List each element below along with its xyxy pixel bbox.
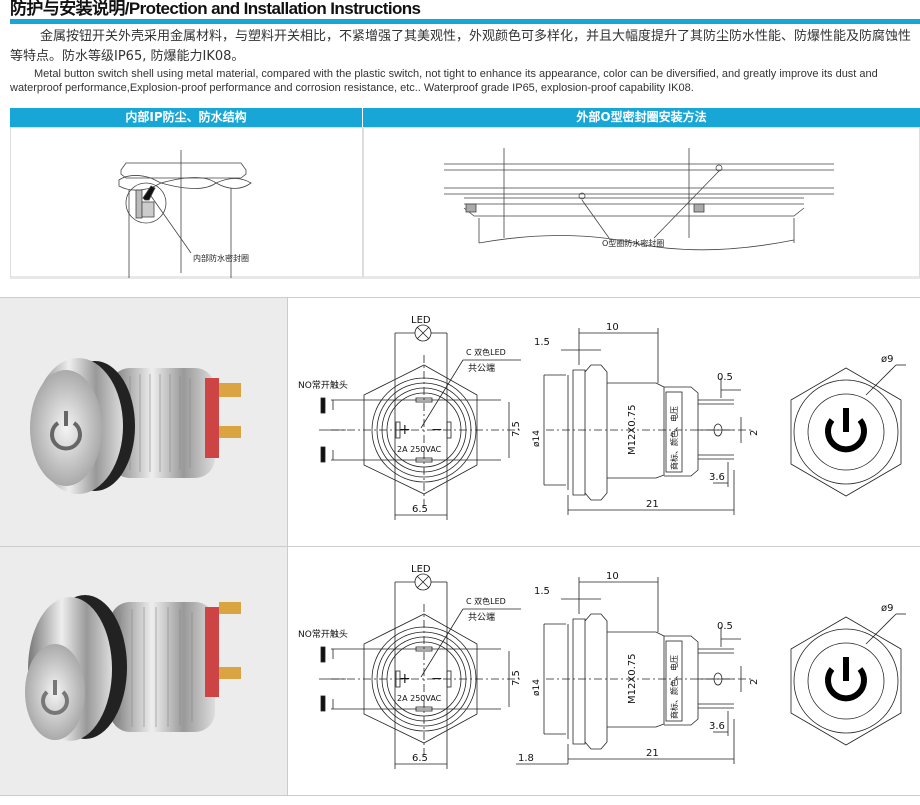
intro-chinese: 金属按钮开关外壳采用金属材料，与塑料开关相比，不紧增强了其美观性，外观颜色可多样… [10,27,915,67]
product-photo-high [0,547,287,795]
thread-label: M12X0.75 [627,405,638,455]
dim-1-8: 1.8 [518,753,534,764]
dim-10: 10 [606,571,619,582]
common-label-2: 共公端 [468,611,495,623]
common-label: C 双色LED [466,596,506,606]
dim-21: 21 [646,499,659,510]
minus-sign: − [431,671,443,687]
dim-3-6: 3.6 [709,472,725,483]
dim-21: 21 [646,748,659,759]
rating-label: 2A 250VAC [397,445,442,454]
power-symbol-icon [825,408,867,453]
o-ring-diagram: O型圈防水密封圈 [363,127,920,279]
power-icon [50,411,82,451]
power-symbol-icon [825,657,867,702]
dim-0-5: 0.5 [717,621,733,632]
plus-sign: + [399,671,411,687]
dim-10: 10 [606,322,619,333]
intro-english: Metal button switch shell using metal ma… [10,67,920,95]
intro-chinese-text: 金属按钮开关外壳采用金属材料，与塑料开关相比，不紧增强了其美观性，外观颜色可多样… [10,29,912,64]
page-title: 防护与安装说明/Protection and Installation Inst… [10,0,421,18]
led-label: LED [411,315,431,326]
o-ring-callout: O型圈防水密封圈 [602,238,664,248]
dim-d14: ø14 [532,430,542,447]
dim-7-5: 7.5 [511,670,522,686]
internal-seal-callout: 内部防水密封圈 [193,253,249,263]
dim-d14: ø14 [532,679,542,696]
minus-sign: − [431,422,443,438]
product-row-flat: LED C 双色LED 共公端 NO常开触头 2A 250VAC + − 7.5 6.5 10 1.… [0,297,920,547]
internal-seal-diagram: 内部防水密封圈 [10,127,363,328]
dim-6-5: 6.5 [412,504,428,515]
dim-6-5: 6.5 [412,753,428,764]
plus-sign: + [399,422,411,438]
title-underline [10,19,920,24]
dim-1-5: 1.5 [534,586,550,597]
dimension-drawing-high: LED C 双色LED 共公端 NO常开触头 2A 250VAC + − 7.5 6.5 10 1.… [287,547,920,795]
no-contact-label: NO常开触头 [298,628,348,640]
dim-2: 2 [749,679,760,685]
product-photo-flat [0,298,287,547]
table-header-external: 外部O型密封圈安装方法 [363,108,920,127]
no-contact-label: NO常开触头 [298,379,348,391]
common-label-2: 共公端 [468,362,495,374]
dim-1-5: 1.5 [534,337,550,348]
common-label: C 双色LED [466,347,506,357]
rating-label: 2A 250VAC [397,694,442,703]
power-icon [41,680,69,715]
table-header-internal: 内部IP防尘、防水结构 [10,108,362,127]
dim-0-5: 0.5 [717,372,733,383]
dimension-drawing-flat: LED C 双色LED 共公端 NO常开触头 2A 250VAC + − 7.5 6.5 10 1.… [287,298,920,547]
intro-english-text: Metal button switch shell using metal ma… [10,68,878,94]
thread-label: M12X0.75 [627,654,638,704]
product-row-high: LED C 双色LED 共公端 NO常开触头 2A 250VAC + − 7.5 6.5 10 1.… [0,546,920,796]
marking-label: 商标、颜色、电压 [669,655,679,719]
led-label: LED [411,564,431,575]
dim-d9: ø9 [881,603,893,614]
marking-label: 商标、颜色、电压 [669,406,679,470]
dim-2: 2 [749,430,760,436]
dim-d9: ø9 [881,354,893,365]
dim-3-6: 3.6 [709,721,725,732]
dim-7-5: 7.5 [511,421,522,437]
